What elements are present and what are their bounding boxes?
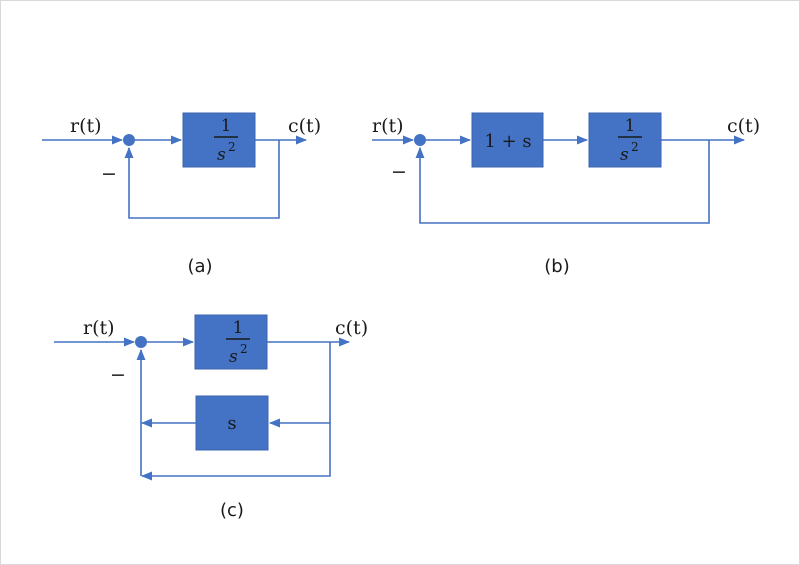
block-numerator-c: 1 [233,318,244,338]
block-denominator-a: s [217,145,226,165]
output-label-c: c(t) [335,317,368,339]
output-label-b: c(t) [727,115,760,137]
feedback-path-b [415,140,710,224]
controller-block-b [471,112,544,168]
feedback-block-label-c: s [227,413,236,434]
block-exponent-a: 2 [228,140,236,154]
block-denominator-c: s [229,347,238,367]
plant-block-b [588,112,662,168]
caption-b: (b) [544,256,569,277]
feedback-path-a [124,140,280,219]
controller-label-b: 1 + s [484,131,531,152]
diagram-a: r(t) c(t) − 1 s 2 (a) [42,112,321,277]
block-exponent-c: 2 [240,342,248,356]
caption-a: (a) [187,256,212,277]
unity-feedback-c [140,423,331,481]
output-label-a: c(t) [288,115,321,137]
plant-block-c [194,314,268,370]
block-numerator-b: 1 [625,116,636,136]
block-exponent-b: 2 [631,140,639,154]
plant-block-a [182,112,256,168]
input-label-c: r(t) [83,317,115,339]
diagram-b: r(t) c(t) − 1 + s 1 s 2 (b) [372,112,760,277]
input-label-b: r(t) [372,115,404,137]
summing-junction-c [135,336,147,348]
block-numerator-a: 1 [221,116,232,136]
block-denominator-b: s [620,145,629,165]
feedback-sign-c: − [110,364,126,386]
caption-c: (c) [220,500,244,521]
summing-junction-a [123,134,135,146]
feedback-sign-b: − [391,161,407,183]
diagram-c: r(t) c(t) − 1 s 2 s (c) [54,314,368,521]
input-label-a: r(t) [70,115,102,137]
rate-feedback-in-c [268,342,331,428]
feedback-sign-a: − [101,163,117,185]
summing-junction-b [414,134,426,146]
